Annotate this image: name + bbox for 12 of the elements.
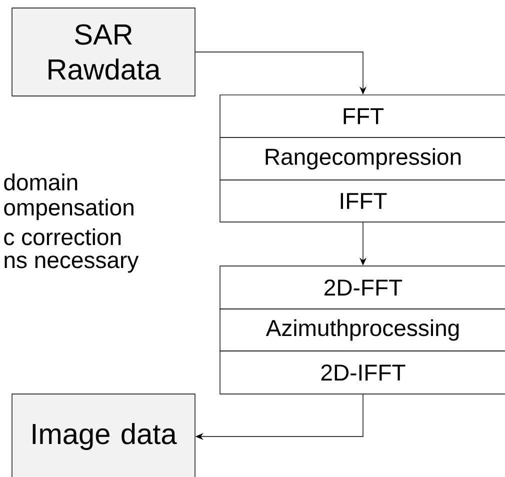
process-step-box: Azimuthprocessing <box>220 308 505 352</box>
note-text: ns necessary <box>4 256 139 273</box>
process-step-box: FFT <box>220 94 505 138</box>
process-step-box: 2D-FFT <box>220 266 505 310</box>
process-step-box: 2D-IFFT <box>220 350 505 394</box>
process-step-box: Rangecompression <box>220 137 505 180</box>
data-box: Image data <box>12 394 196 477</box>
data-box: SAR Rawdata <box>12 8 196 96</box>
note-text: c correction <box>4 228 121 246</box>
process-step-box: IFFT <box>220 180 505 222</box>
note-text: ompensation <box>4 198 134 220</box>
note-text: domain <box>4 174 78 190</box>
